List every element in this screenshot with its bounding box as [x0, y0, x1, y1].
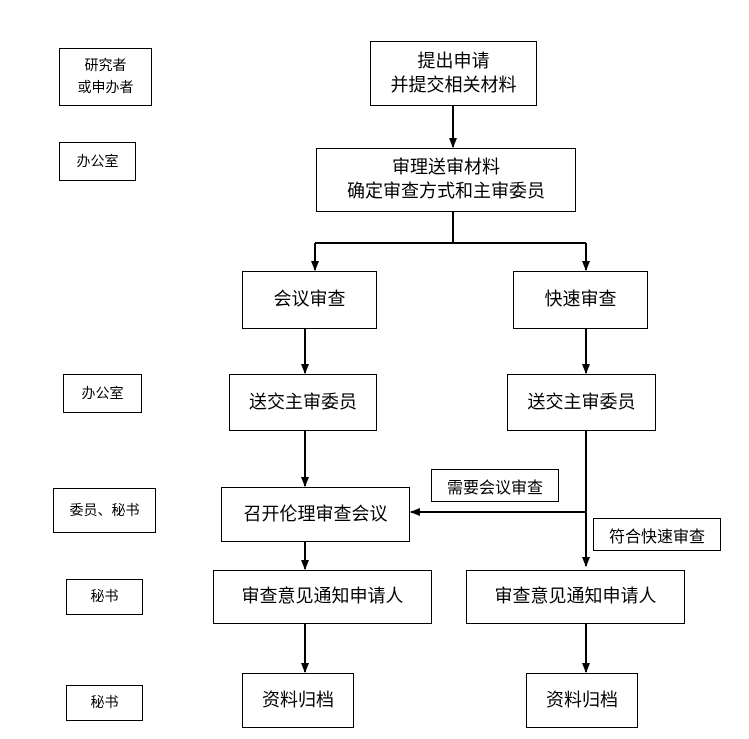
- note-fit-fast-label: 符合快速审查: [608, 526, 705, 546]
- role-member-secretary-label: 委员、秘书: [69, 502, 140, 519]
- step-send-reviewer-right: 送交主审委员: [507, 374, 656, 431]
- step-office-line1: 审理送审材料: [392, 157, 500, 178]
- step-notify-left: 审查意见通知申请人: [213, 570, 432, 624]
- step-notify-left-label: 审查意见通知申请人: [241, 586, 404, 607]
- step-meeting-review-label: 会议审查: [273, 289, 346, 310]
- role-secretary-1-label: 秘书: [90, 589, 119, 605]
- step-office-process: 审理送审材料 确定审查方式和主审委员: [316, 148, 576, 212]
- role-researcher: 研究者 或申办者: [59, 48, 152, 106]
- step-meeting-review: 会议审查: [242, 271, 377, 329]
- role-researcher-line1: 研究者: [84, 58, 127, 74]
- step-archive-right-label: 资料归档: [546, 689, 618, 711]
- role-office-2: 办公室: [63, 374, 142, 413]
- step-submit-line2: 并提交相关材料: [390, 74, 517, 96]
- role-office-1-label: 办公室: [76, 153, 119, 170]
- step-send-left-label: 送交主审委员: [249, 391, 357, 413]
- step-send-right-label: 送交主审委员: [527, 391, 636, 413]
- note-need-meeting-label: 需要会议审查: [446, 477, 543, 497]
- step-notify-right: 审查意见通知申请人: [466, 570, 685, 624]
- step-office-line2: 确定审查方式和主审委员: [347, 181, 545, 202]
- note-need-meeting-review: 需要会议审查: [431, 469, 559, 502]
- role-office-2-label: 办公室: [81, 385, 124, 402]
- step-archive-left: 资料归档: [242, 673, 354, 728]
- step-submit-line1: 提出申请: [417, 50, 490, 72]
- role-office-1: 办公室: [59, 142, 136, 181]
- step-convene-meeting: 召开伦理审查会议: [221, 487, 410, 542]
- note-fit-fast-review: 符合快速审查: [593, 518, 721, 551]
- step-notify-right-label: 审查意见通知申请人: [494, 586, 657, 607]
- step-fast-review: 快速审查: [513, 271, 648, 329]
- role-secretary-2-label: 秘书: [90, 695, 119, 711]
- step-fast-review-label: 快速审查: [544, 289, 617, 310]
- step-convene-label: 召开伦理审查会议: [243, 503, 388, 525]
- role-researcher-line2: 或申办者: [77, 80, 134, 96]
- role-member-secretary: 委员、秘书: [53, 488, 156, 533]
- step-submit-application: 提出申请 并提交相关材料: [370, 41, 537, 106]
- step-archive-right: 资料归档: [526, 673, 638, 728]
- step-archive-left-label: 资料归档: [262, 689, 334, 711]
- role-secretary-1: 秘书: [66, 579, 143, 615]
- role-secretary-2: 秘书: [66, 685, 143, 721]
- step-send-reviewer-left: 送交主审委员: [229, 374, 377, 431]
